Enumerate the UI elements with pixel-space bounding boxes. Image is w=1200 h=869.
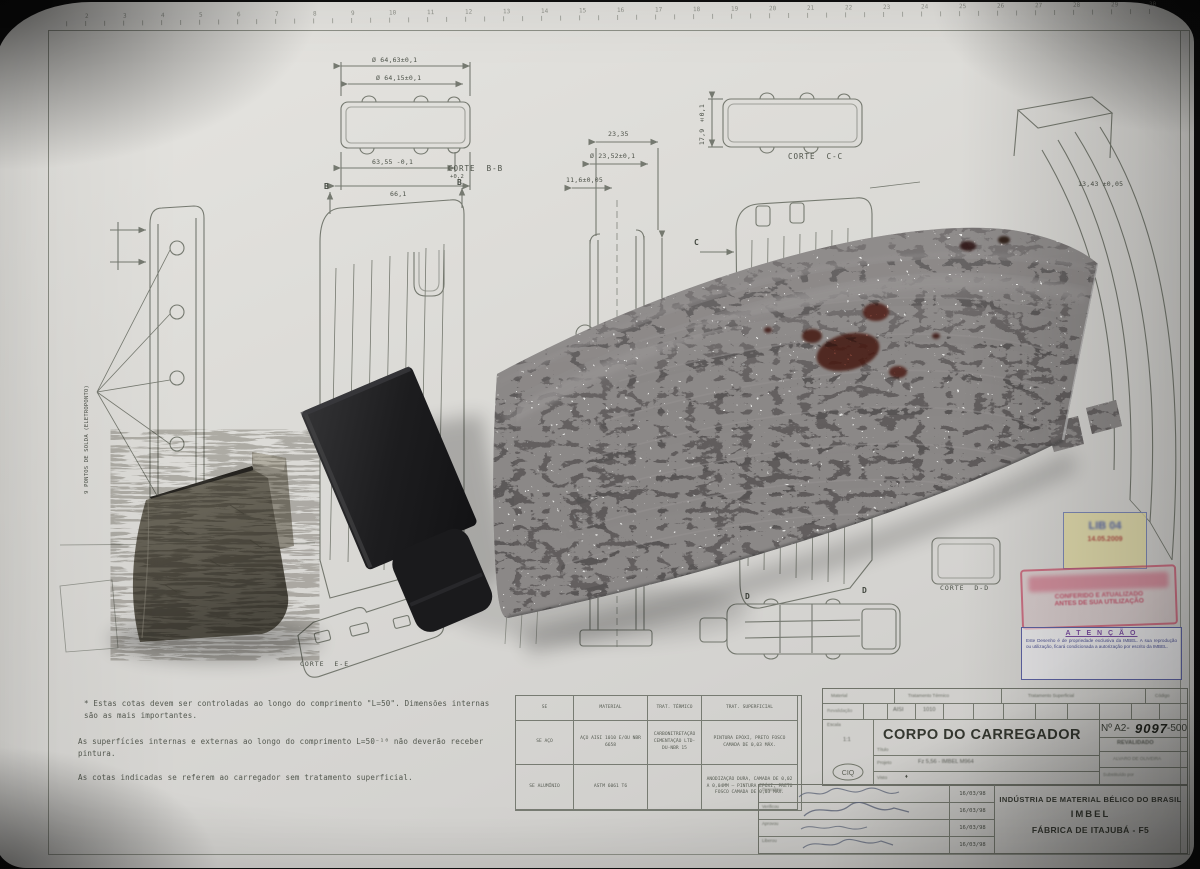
olive-part-render xyxy=(120,440,310,650)
